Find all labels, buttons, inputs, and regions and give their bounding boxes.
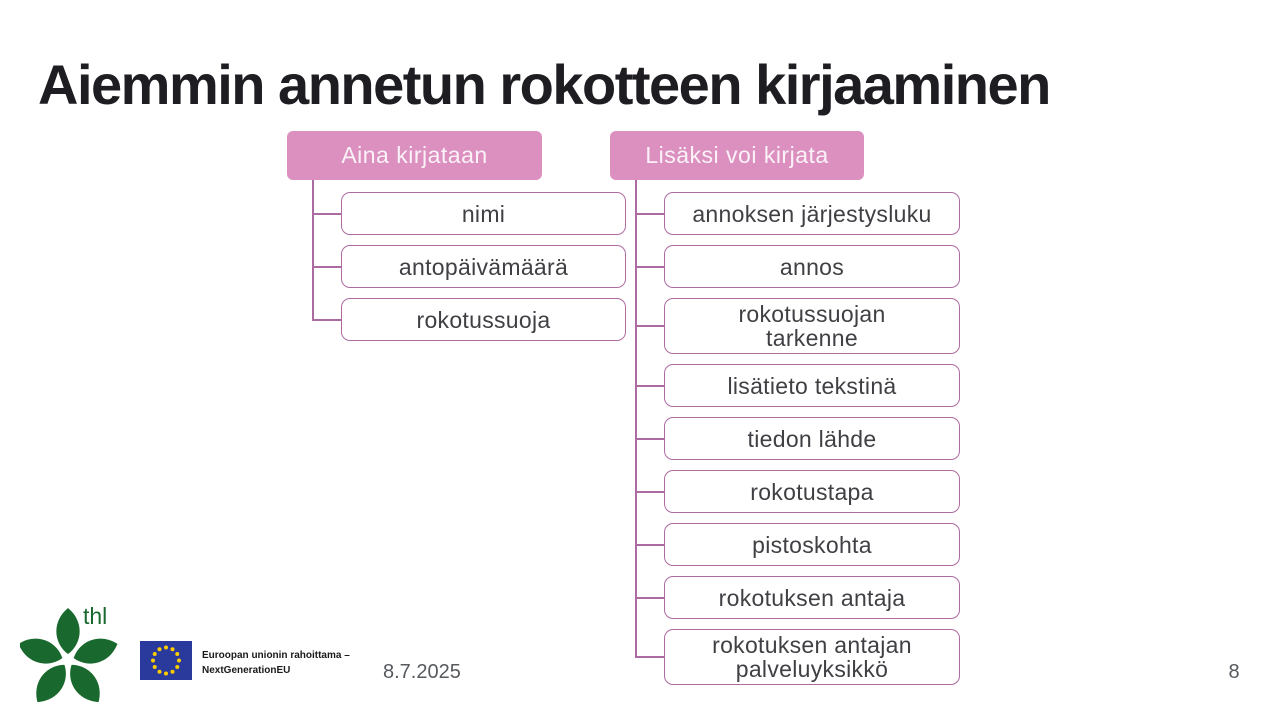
connector-horizontal [312, 318, 341, 321]
tree-node: tiedon lähde [610, 417, 960, 460]
tree-node: annos [610, 245, 960, 288]
tree-node-box: rokotussuojan tarkenne [664, 298, 960, 354]
thl-logo-text: thl [83, 603, 107, 629]
connector-horizontal [312, 265, 341, 268]
connector-horizontal [312, 212, 341, 215]
tree-node-box: tiedon lähde [664, 417, 960, 460]
tree-always-recorded: Aina kirjataan nimi antopäivämäärä rokotus… [287, 131, 626, 351]
tree-node-box: rokotussuoja [341, 298, 626, 341]
tree-items: annoksen järjestysluku annos rokotussuojan… [610, 180, 960, 685]
tree-node-box: nimi [341, 192, 626, 235]
tree-optional-recorded: Lisäksi voi kirjata annoksen järjestyslu… [610, 131, 960, 695]
tree-node-box: rokotuksen antajan palveluyksikkö [664, 629, 960, 685]
connector-horizontal [635, 656, 664, 658]
tree-node: rokotussuojan tarkenne [610, 298, 960, 354]
connector-vertical [312, 180, 314, 320]
eu-flag-icon [140, 641, 192, 680]
connector-horizontal [635, 437, 664, 440]
tree-node-box: rokotustapa [664, 470, 960, 513]
tree-node-box: annoksen järjestysluku [664, 192, 960, 235]
tree-node-box: lisätieto tekstinä [664, 364, 960, 407]
tree-node: annoksen järjestysluku [610, 192, 960, 235]
connector-horizontal [635, 490, 664, 493]
page-number: 8 [1228, 661, 1240, 683]
tree-node: rokotuksen antaja [610, 576, 960, 619]
tree-header: Aina kirjataan [287, 131, 542, 180]
connector-horizontal [635, 543, 664, 546]
page-title: Aiemmin annetun rokotteen kirjaaminen [38, 53, 1051, 116]
tree-node-box: pistoskohta [664, 523, 960, 566]
tree-header: Lisäksi voi kirjata [610, 131, 864, 180]
tree-node: pistoskohta [610, 523, 960, 566]
connector-horizontal [635, 384, 664, 387]
connector-vertical [635, 180, 637, 657]
tree-node-box: antopäivämäärä [341, 245, 626, 288]
connector-horizontal [635, 265, 664, 268]
tree-node: nimi [287, 192, 626, 235]
eu-funding-caption: Euroopan unionin rahoittama – NextGenera… [202, 650, 350, 676]
connector-horizontal [635, 325, 664, 327]
tree-node: lisätieto tekstinä [610, 364, 960, 407]
thl-logo-icon: thl [20, 603, 118, 703]
connector-horizontal [635, 212, 664, 215]
tree-node: rokotussuoja [287, 298, 626, 341]
tree-items: nimi antopäivämäärä rokotussuoja [287, 180, 626, 341]
connector-horizontal [635, 596, 664, 599]
tree-node: rokotuksen antajan palveluyksikkö [610, 629, 960, 685]
slide-date: 8.7.2025 [383, 661, 461, 683]
tree-node: antopäivämäärä [287, 245, 626, 288]
tree-node-box: rokotuksen antaja [664, 576, 960, 619]
tree-node-box: annos [664, 245, 960, 288]
tree-node: rokotustapa [610, 470, 960, 513]
